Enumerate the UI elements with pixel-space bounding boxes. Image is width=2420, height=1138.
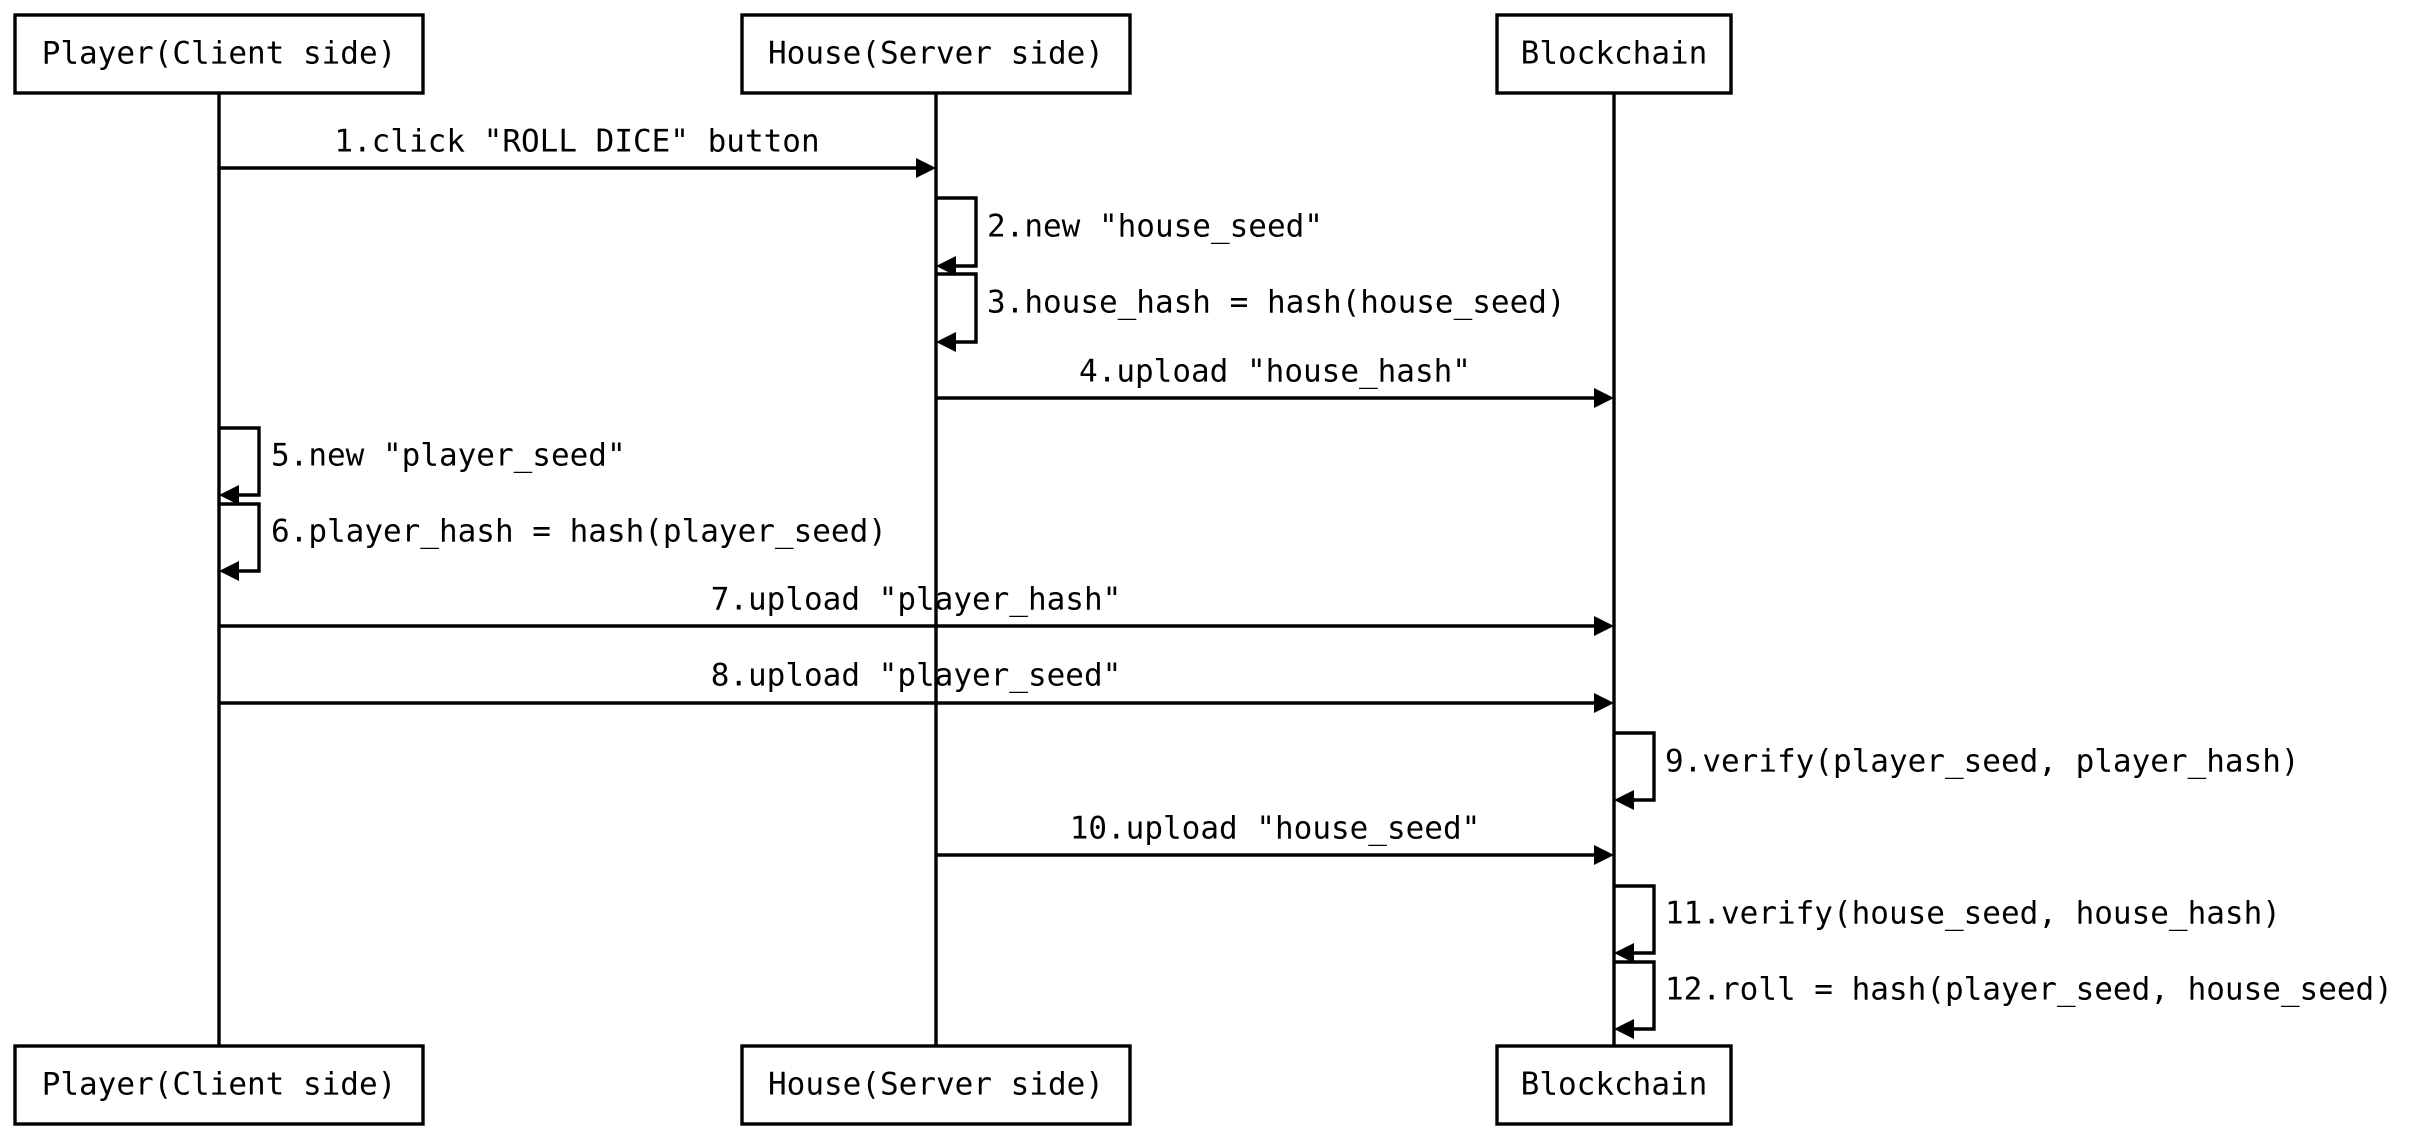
message-1: 1.click "ROLL DICE" button	[219, 124, 936, 178]
participant-blockchain-top: Blockchain	[1495, 13, 1733, 95]
participant-house-label: House(Server side)	[768, 36, 1104, 72]
participant-player-top: Player(Client side)	[13, 13, 425, 95]
message-12-arrow	[1614, 960, 1656, 1031]
message-6-label: 6.player_hash = hash(player_seed)	[271, 514, 887, 550]
message-2-arrowhead	[936, 256, 956, 276]
participant-player-label: Player(Client side)	[42, 1067, 397, 1103]
message-6: 6.player_hash = hash(player_seed)	[219, 502, 887, 581]
message-2-label: 2.new "house_seed"	[987, 209, 1323, 245]
message-10: 10.upload "house_seed"	[936, 811, 1614, 865]
message-4-arrowhead	[1594, 388, 1614, 408]
message-1-arrowhead	[916, 158, 936, 178]
message-10-label: 10.upload "house_seed"	[1070, 811, 1481, 847]
message-11: 11.verify(house_seed, house_hash)	[1614, 884, 2281, 963]
message-12-arrowhead	[1614, 1019, 1634, 1039]
message-5-arrowhead	[219, 485, 239, 505]
message-11-arrow	[1614, 884, 1656, 955]
message-5-label: 5.new "player_seed"	[271, 438, 626, 474]
message-4: 4.upload "house_hash"	[936, 354, 1614, 408]
message-6-arrow	[219, 502, 261, 573]
message-8: 8.upload "player_seed"	[219, 658, 1614, 713]
message-8-label: 8.upload "player_seed"	[711, 658, 1122, 694]
message-9-label: 9.verify(player_seed, player_hash)	[1665, 744, 2300, 780]
message-9-arrowhead	[1614, 790, 1634, 810]
participant-player-label: Player(Client side)	[42, 36, 397, 72]
message-6-arrowhead	[219, 561, 239, 581]
message-7-arrowhead	[1594, 616, 1614, 636]
message-12-label: 12.roll = hash(player_seed, house_seed)	[1665, 972, 2393, 1008]
participant-player-bottom: Player(Client side)	[13, 1044, 425, 1126]
message-2-arrow	[936, 196, 978, 268]
message-3-label: 3.house_hash = hash(house_seed)	[987, 285, 1566, 321]
participant-blockchain-label: Blockchain	[1521, 1067, 1708, 1103]
message-11-label: 11.verify(house_seed, house_hash)	[1665, 896, 2281, 932]
message-3-arrow	[936, 272, 978, 344]
message-7-label: 7.upload "player_hash"	[711, 582, 1122, 618]
message-3-arrowhead	[936, 332, 956, 352]
participant-house-top: House(Server side)	[740, 13, 1132, 95]
participant-house-label: House(Server side)	[768, 1067, 1104, 1103]
message-11-arrowhead	[1614, 943, 1634, 963]
message-10-arrowhead	[1594, 845, 1614, 865]
message-5: 5.new "player_seed"	[219, 426, 626, 505]
message-1-label: 1.click "ROLL DICE" button	[334, 124, 819, 160]
participant-blockchain-bottom: Blockchain	[1495, 1044, 1733, 1126]
message-5-arrow	[219, 426, 261, 497]
participant-house-bottom: House(Server side)	[740, 1044, 1132, 1126]
message-3: 3.house_hash = hash(house_seed)	[936, 272, 1566, 352]
message-2: 2.new "house_seed"	[936, 196, 1323, 276]
participant-blockchain-label: Blockchain	[1521, 36, 1708, 72]
message-9: 9.verify(player_seed, player_hash)	[1614, 731, 2300, 810]
message-9-arrow	[1614, 731, 1656, 802]
message-12: 12.roll = hash(player_seed, house_seed)	[1614, 960, 2393, 1039]
message-7: 7.upload "player_hash"	[219, 582, 1614, 636]
message-4-label: 4.upload "house_hash"	[1079, 354, 1471, 390]
message-8-arrowhead	[1594, 693, 1614, 713]
